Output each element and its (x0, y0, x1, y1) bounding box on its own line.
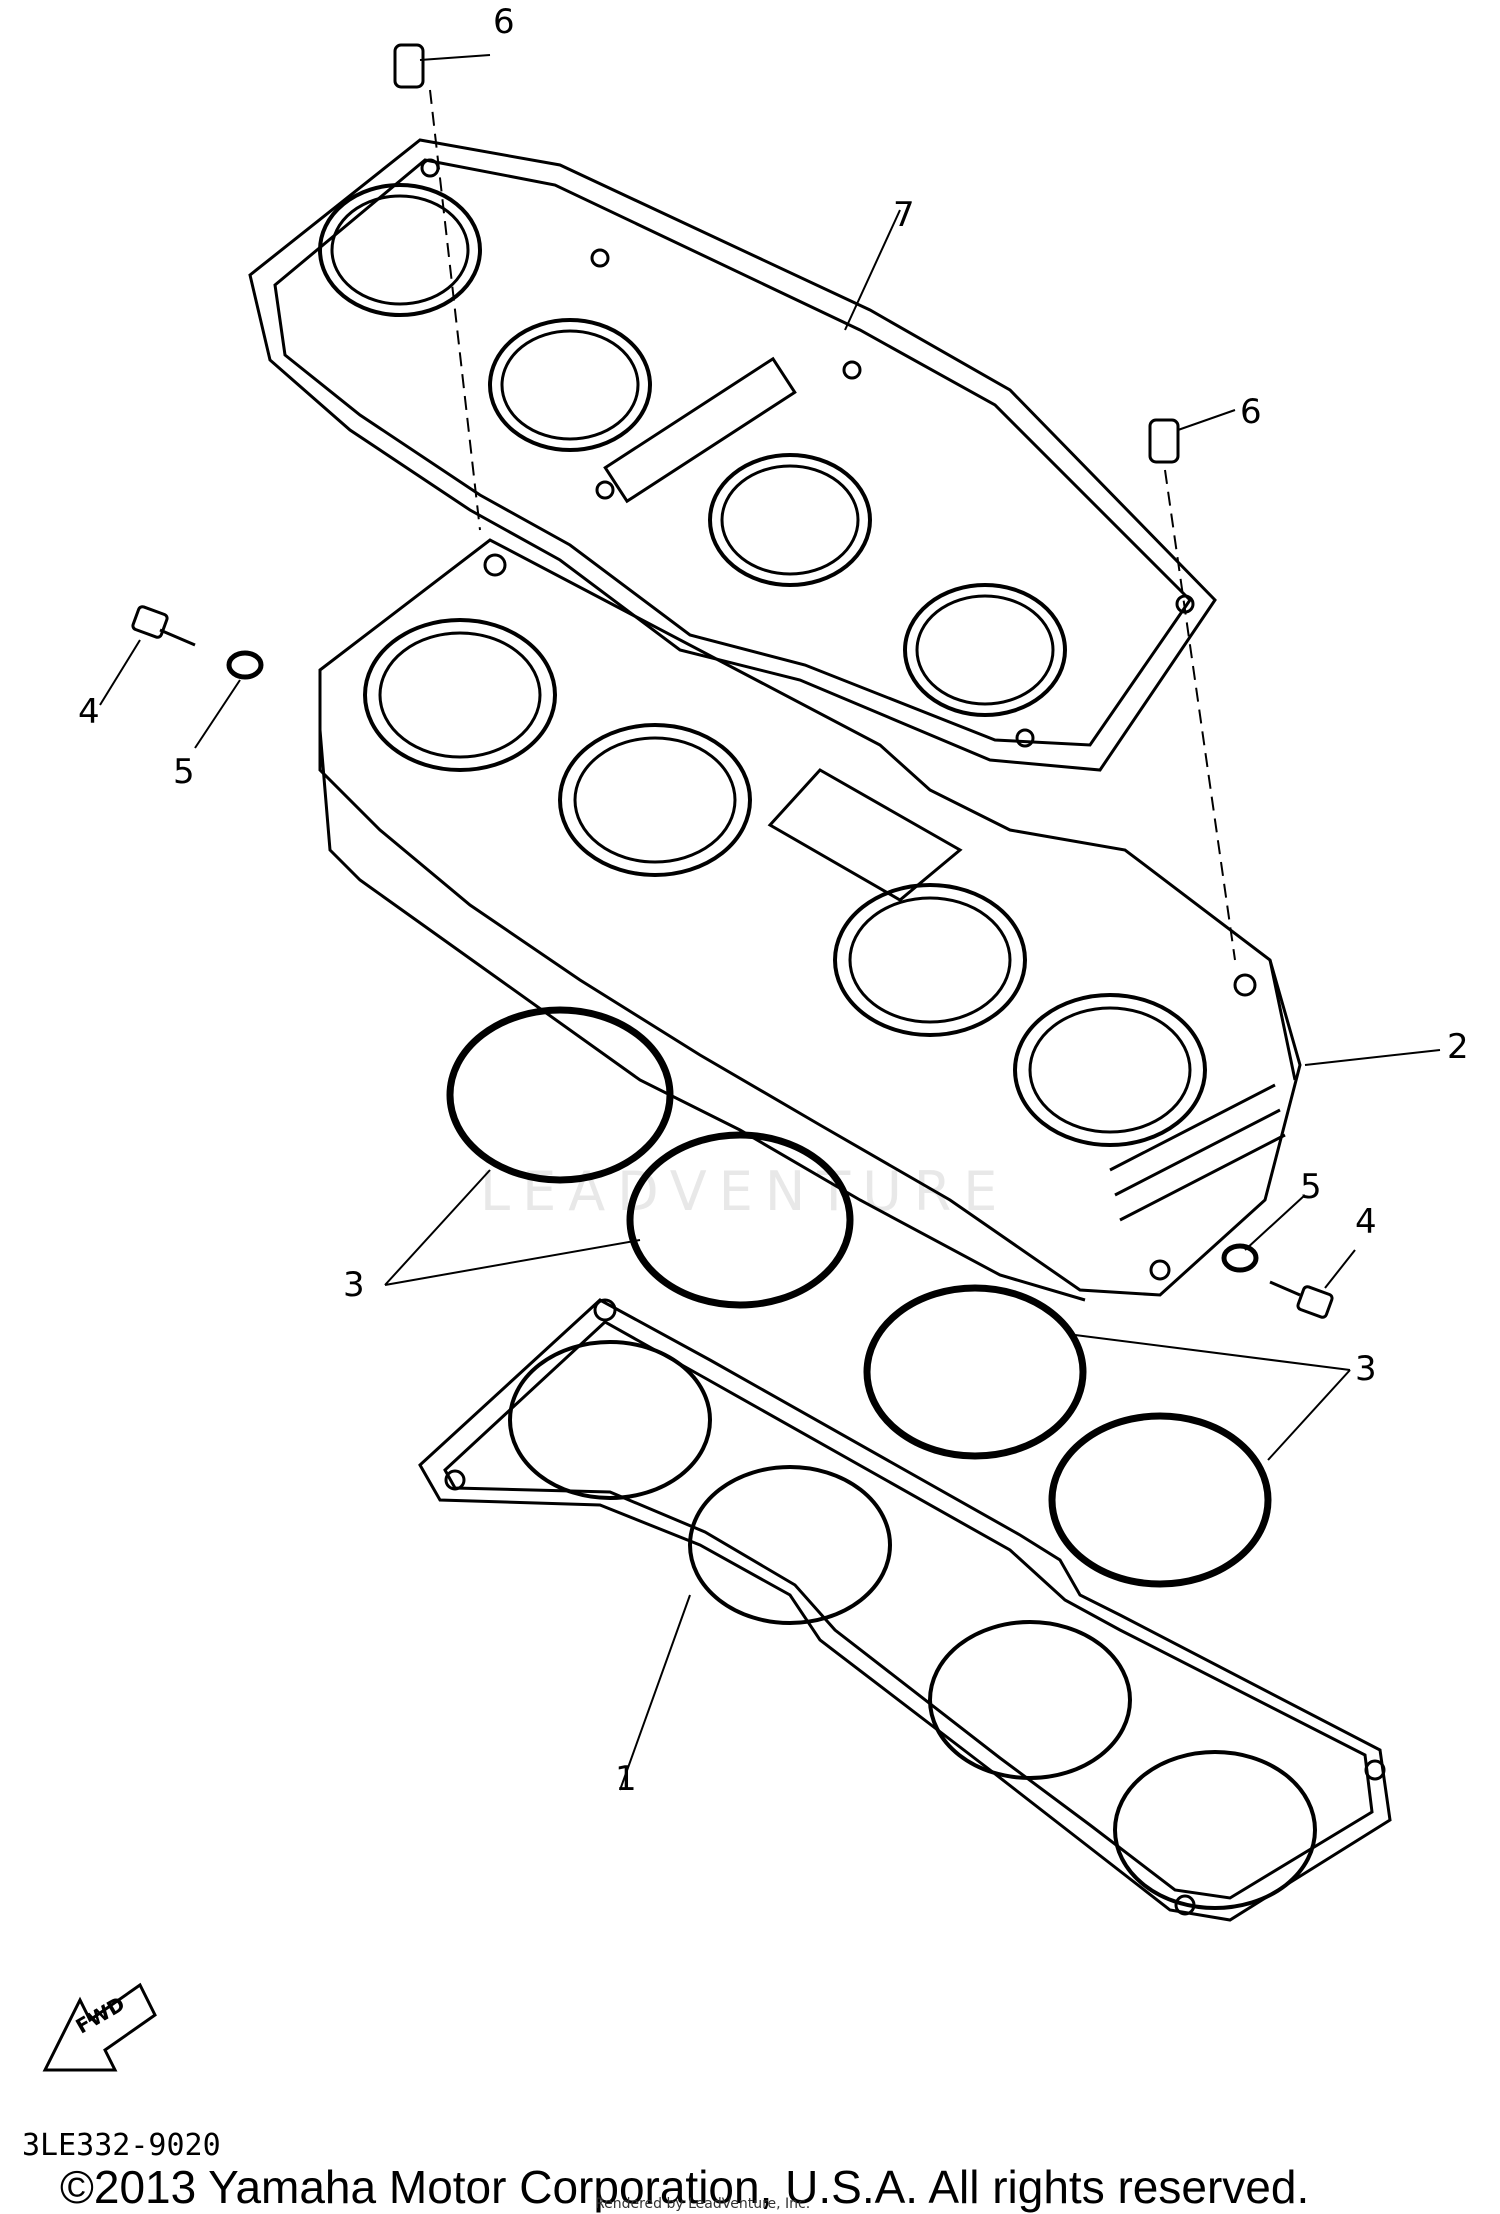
cylinder-block (318, 538, 1302, 1302)
bolts (131, 605, 1334, 1319)
head-gasket (248, 138, 1217, 772)
callout-3-right: 3 (1355, 1349, 1377, 1389)
copyright-notice: ©2013 Yamaha Motor Corporation, U.S.A. A… (60, 2161, 1310, 2213)
callout-7: 7 (893, 195, 915, 235)
callout-4-right: 4 (1355, 1202, 1377, 1242)
watermark-text: LEADVENTURE (480, 1160, 1010, 1223)
callout-6-right: 6 (1240, 392, 1262, 432)
washers (226, 650, 1259, 1273)
dowel-pins (393, 43, 1180, 464)
base-gasket (418, 1298, 1392, 1922)
callout-1: 1 (615, 1759, 637, 1799)
rendered-by-credit: Rendered by LeadVenture, Inc. (595, 2196, 811, 2212)
callout-6-top: 6 (493, 2, 515, 42)
callout-4-left: 4 (78, 692, 100, 732)
forward-arrow (42, 1982, 157, 2072)
o-rings (446, 1006, 1272, 1588)
leader-lines (99, 54, 1441, 1791)
diagram-part-number: 3LE332-9020 (22, 2128, 221, 2163)
callout-5-left: 5 (173, 752, 195, 792)
callout-5-right: 5 (1300, 1167, 1322, 1207)
callout-2: 2 (1447, 1027, 1469, 1067)
callout-3-left: 3 (343, 1265, 365, 1305)
